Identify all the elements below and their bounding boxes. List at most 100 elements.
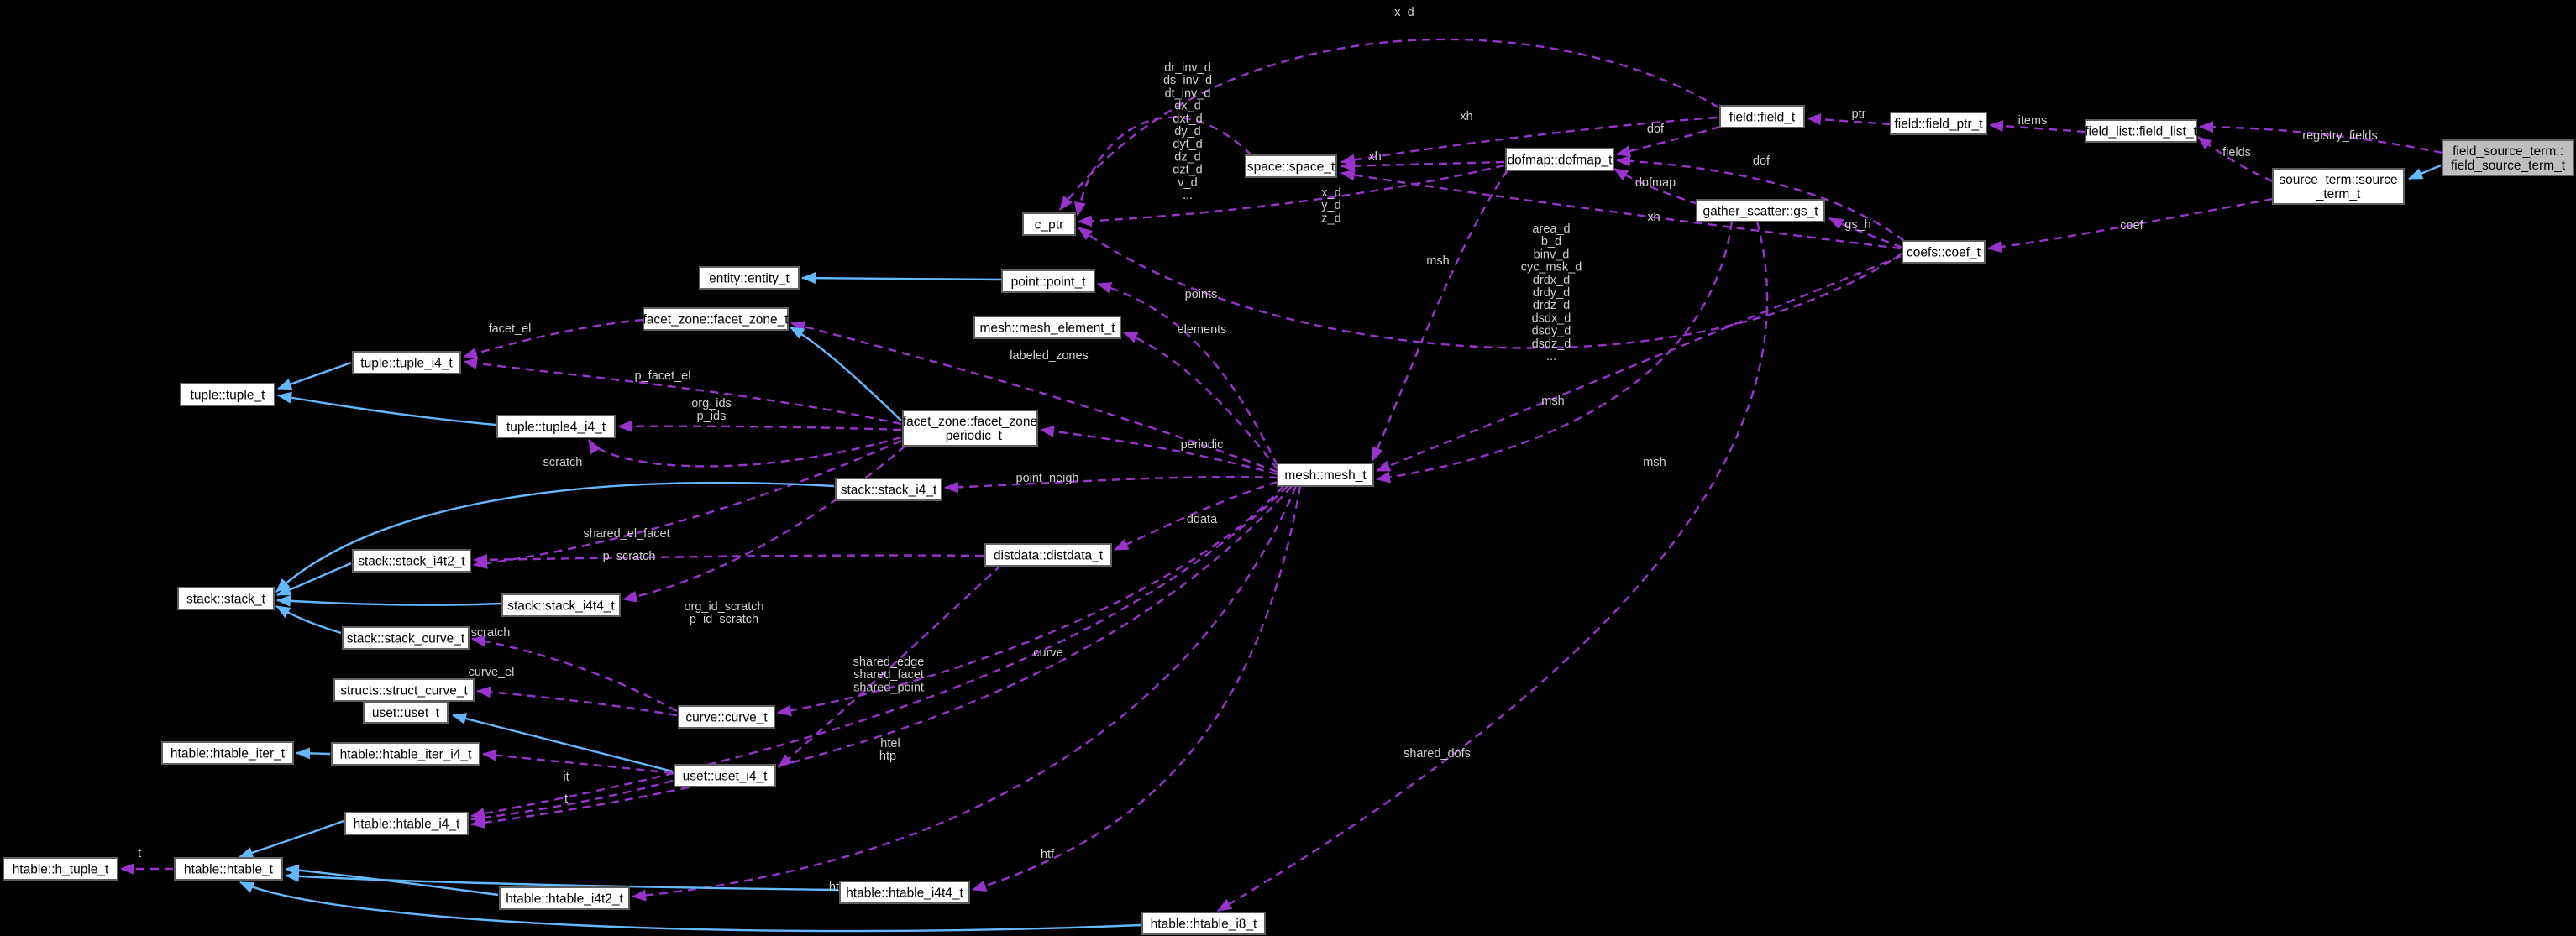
point_t-box[interactable] bbox=[1001, 269, 1095, 293]
field_source_term_t-box[interactable] bbox=[2442, 139, 2574, 176]
tuple4_i4_t-box[interactable] bbox=[496, 415, 616, 438]
node-uset_i4_t[interactable]: uset::uset_i4_t bbox=[674, 764, 776, 787]
node-stack_i4_t[interactable]: stack::stack_i4_t bbox=[835, 478, 942, 501]
node-source_term_t[interactable]: source_term::source_term_t bbox=[2272, 168, 2405, 205]
stack_i4t2_t-box[interactable] bbox=[352, 549, 471, 573]
edge-label-x_d: x_d bbox=[1394, 6, 1414, 19]
edge-dofmap-gs-dofmap bbox=[1613, 167, 1699, 206]
edge-ddata bbox=[1114, 480, 1278, 552]
facet_zone_periodic_t-box[interactable] bbox=[902, 410, 1038, 447]
gs_t-box[interactable] bbox=[1696, 199, 1825, 222]
distdata_t-box[interactable] bbox=[984, 543, 1112, 567]
node-struct_curve_t[interactable]: structs::struct_curve_t bbox=[333, 678, 475, 702]
node-stack_i4t4_t[interactable]: stack::stack_i4t4_t bbox=[501, 593, 621, 617]
mesh_t-box[interactable] bbox=[1277, 463, 1374, 487]
field_t-box[interactable] bbox=[1719, 105, 1805, 128]
coef_t-label: coefs::coef_t bbox=[1907, 246, 1981, 260]
tuple_t-box[interactable] bbox=[180, 383, 275, 406]
edge-label-scratch: scratch bbox=[471, 626, 511, 640]
node-coef_t[interactable]: coefs::coef_t bbox=[1902, 240, 1986, 264]
htable_i4_t-box[interactable] bbox=[344, 812, 469, 835]
dofmap_t-box[interactable] bbox=[1505, 148, 1614, 171]
node-h_tuple_t[interactable]: htable::h_tuple_t bbox=[3, 857, 118, 881]
node-tuple_i4_t[interactable]: tuple::tuple_i4_t bbox=[352, 351, 461, 374]
node-space_t[interactable]: space::space_t bbox=[1245, 154, 1337, 178]
node-field_ptr_t[interactable]: field::field_ptr_t bbox=[1890, 112, 1987, 135]
coef_t-box[interactable] bbox=[1902, 240, 1986, 264]
node-dofmap_t[interactable]: dofmap::dofmap_t bbox=[1505, 148, 1614, 171]
node-point_t[interactable]: point::point_t bbox=[1001, 269, 1095, 293]
field_t-label: field::field_t bbox=[1729, 111, 1796, 125]
source_term_t-box[interactable] bbox=[2272, 168, 2405, 205]
edge-drinv-space-cptr bbox=[1073, 116, 1252, 217]
node-distdata_t[interactable]: distdata::distdata_t bbox=[984, 543, 1112, 567]
distdata_t-label: distdata::distdata_t bbox=[994, 549, 1104, 563]
curve_t-box[interactable] bbox=[678, 705, 775, 729]
tuple_i4_t-label: tuple::tuple_i4_t bbox=[360, 357, 453, 371]
uset_i4_t-label: uset::uset_i4_t bbox=[683, 770, 769, 784]
node-facet_zone_periodic_t[interactable]: facet_zone::facet_zone_periodic_t bbox=[902, 410, 1038, 447]
edge-xh-coef-space bbox=[1340, 169, 1902, 250]
edge-p_scratch bbox=[473, 439, 902, 569]
node-stack_curve_t[interactable]: stack::stack_curve_t bbox=[342, 626, 470, 650]
node-htable_i8_t[interactable]: htable::htable_i8_t bbox=[1141, 912, 1266, 935]
edge-stacki4-stack bbox=[275, 481, 835, 593]
node-uset_t[interactable]: uset::uset_t bbox=[363, 701, 449, 724]
stack_i4_t-box[interactable] bbox=[835, 478, 942, 501]
stack_t-box[interactable] bbox=[177, 587, 275, 610]
c_ptr-box[interactable] bbox=[1022, 212, 1076, 236]
htable_i8_t-box[interactable] bbox=[1141, 912, 1266, 935]
htable_i4t4_t-box[interactable] bbox=[839, 881, 970, 904]
c_ptr-label: c_ptr bbox=[1035, 218, 1063, 233]
edge-coef bbox=[1987, 197, 2274, 254]
uset_i4_t-box[interactable] bbox=[674, 764, 776, 787]
edge-label-scratch: scratch bbox=[543, 456, 583, 469]
node-curve_t[interactable]: curve::curve_t bbox=[678, 705, 775, 729]
edge-label-dofmap: dofmap bbox=[1635, 176, 1676, 190]
node-c_ptr[interactable]: c_ptr bbox=[1022, 212, 1076, 236]
field_list_t-box[interactable] bbox=[2085, 119, 2197, 143]
node-field_list_t[interactable]: field_list::field_list_t bbox=[2085, 119, 2197, 143]
stack_i4t4_t-box[interactable] bbox=[501, 593, 621, 617]
edge-ptr bbox=[1807, 113, 1891, 126]
node-mesh_t[interactable]: mesh::mesh_t bbox=[1277, 463, 1374, 487]
node-entity_t[interactable]: entity::entity_t bbox=[699, 266, 800, 290]
h_tuple_t-box[interactable] bbox=[3, 857, 118, 881]
tuple_i4_t-box[interactable] bbox=[352, 351, 461, 374]
node-mesh_element_t[interactable]: mesh::mesh_element_t bbox=[973, 316, 1121, 339]
edge-htablei4t4-htable bbox=[285, 870, 839, 892]
node-htable_i4_t[interactable]: htable::htable_i4_t bbox=[344, 812, 469, 835]
entity_t-box[interactable] bbox=[699, 266, 800, 290]
node-htable_iter_t[interactable]: htable::htable_iter_t bbox=[161, 741, 294, 765]
point_t-label: point::point_t bbox=[1011, 275, 1086, 290]
tuple_t-label: tuple::tuple_t bbox=[191, 389, 265, 403]
space_t-box[interactable] bbox=[1245, 154, 1337, 178]
edge-dof-field-dofmap bbox=[1616, 125, 1721, 157]
node-stack_i4t2_t[interactable]: stack::stack_i4t2_t bbox=[352, 549, 471, 573]
edge-p_facet_el bbox=[463, 357, 902, 426]
edge-periodic-facetzone bbox=[790, 326, 902, 421]
node-field_t[interactable]: field::field_t bbox=[1719, 105, 1805, 128]
edge-org_id_scratch bbox=[622, 445, 906, 603]
htable_iter_t-box[interactable] bbox=[161, 741, 294, 765]
facet_zone_t-box[interactable] bbox=[643, 307, 789, 331]
node-stack_t[interactable]: stack::stack_t bbox=[177, 587, 275, 610]
htable_t-box[interactable] bbox=[174, 857, 283, 881]
node-gs_t[interactable]: gather_scatter::gs_t bbox=[1696, 199, 1825, 222]
htable_iter_i4_t-box[interactable] bbox=[331, 742, 480, 766]
mesh_element_t-box[interactable] bbox=[973, 316, 1121, 339]
node-tuple_t[interactable]: tuple::tuple_t bbox=[180, 383, 275, 406]
node-tuple4_i4_t[interactable]: tuple::tuple4_i4_t bbox=[496, 415, 616, 438]
edge-label-xh: xh bbox=[1647, 211, 1660, 224]
node-htable_t[interactable]: htable::htable_t bbox=[174, 857, 283, 881]
htable_i4t2_t-box[interactable] bbox=[499, 886, 630, 910]
node-htable_iter_i4_t[interactable]: htable::htable_iter_i4_t bbox=[331, 742, 480, 766]
field_ptr_t-box[interactable] bbox=[1890, 112, 1987, 135]
node-htable_i4t4_t[interactable]: htable::htable_i4t4_t bbox=[839, 881, 970, 904]
uset_t-box[interactable] bbox=[363, 701, 449, 724]
node-facet_zone_t[interactable]: facet_zone::facet_zone_t bbox=[643, 307, 789, 331]
node-field_source_term_t[interactable]: field_source_term::field_source_term_t bbox=[2442, 139, 2574, 176]
stack_curve_t-box[interactable] bbox=[342, 626, 470, 650]
node-htable_i4t2_t[interactable]: htable::htable_i4t2_t bbox=[499, 886, 630, 910]
